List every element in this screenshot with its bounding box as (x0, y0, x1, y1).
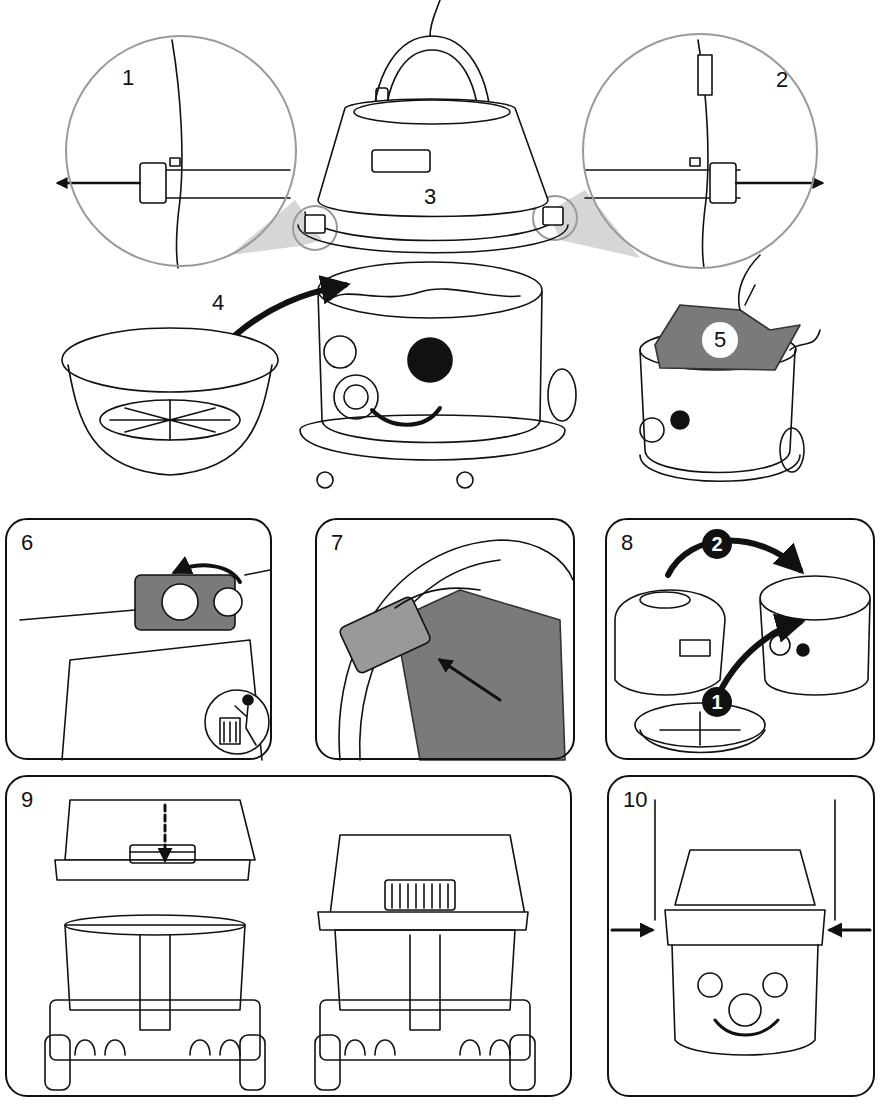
step-panel: 8 2 1 (605, 518, 875, 760)
step-panel: 6 (5, 518, 272, 760)
step-panel: 7 (315, 518, 575, 760)
step-number: 7 (331, 532, 343, 554)
step-number: 4 (212, 292, 224, 314)
step-number: 9 (21, 789, 33, 811)
step-number: 6 (21, 532, 33, 554)
zoom-circle: 1 (65, 35, 297, 267)
step-number: 3 (424, 186, 436, 208)
step-number: 8 (621, 532, 633, 554)
callout-number: 2 (711, 534, 722, 554)
callout-number: 5 (714, 329, 726, 351)
zoom-circle: 2 (582, 33, 818, 269)
step-panel: 10 (607, 775, 875, 1097)
callout-circle: 5 (702, 322, 738, 358)
order-marker: 2 (702, 529, 732, 559)
step-number: 2 (776, 69, 788, 91)
callout-number: 1 (711, 692, 722, 712)
step-panel: 9 (5, 775, 572, 1097)
step-number: 10 (623, 789, 647, 811)
order-marker: 1 (702, 687, 732, 717)
step-number: 1 (122, 67, 134, 89)
